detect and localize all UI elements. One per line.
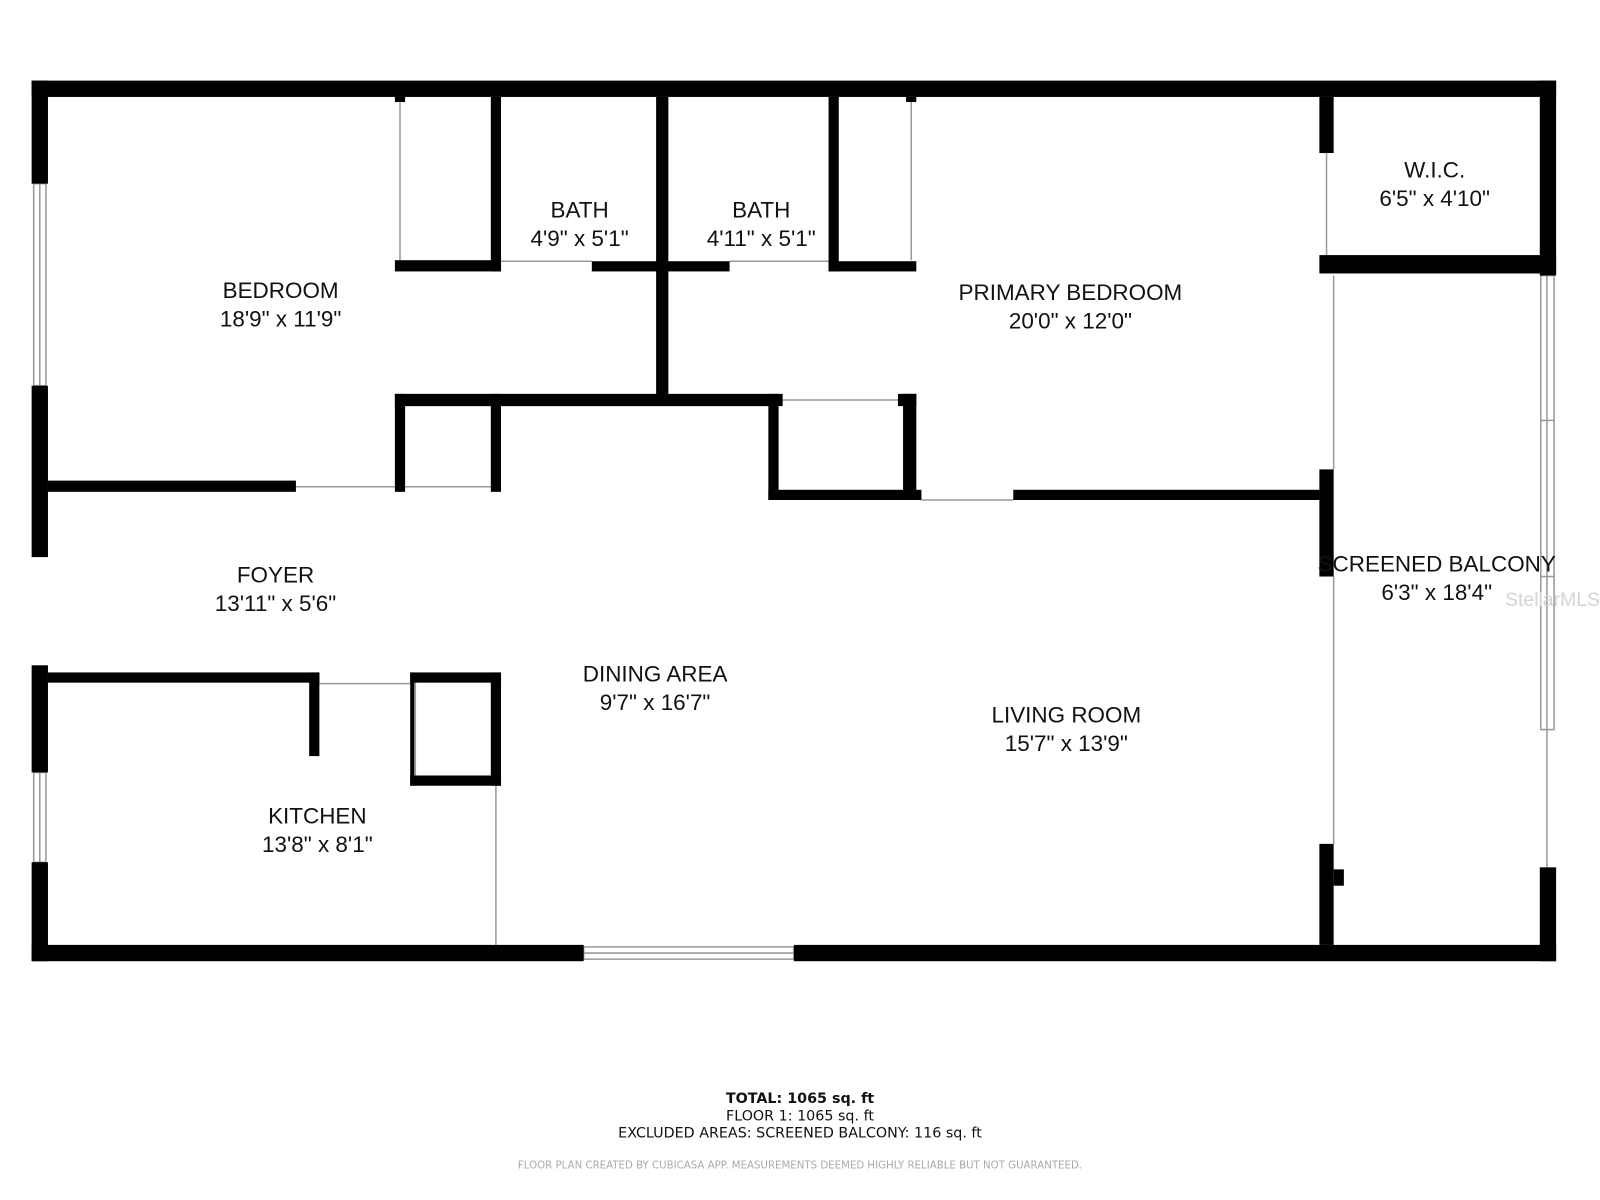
- room-name: DINING AREA: [582, 661, 728, 687]
- room-name: PRIMARY BEDROOM: [958, 279, 1183, 306]
- room-name: SCREENED BALCONY: [1317, 551, 1556, 577]
- excluded-areas: EXCLUDED AREAS: SCREENED BALCONY: 116 sq…: [618, 1125, 982, 1142]
- room-wic: W.I.C.6'5" x 4'10": [1379, 156, 1490, 213]
- room-name: KITCHEN: [268, 803, 367, 829]
- total-area: TOTAL: 1065 sq. ft: [725, 1090, 875, 1108]
- room-size: 13'11" x 5'6": [214, 590, 337, 617]
- room-name: FOYER: [236, 562, 315, 588]
- room-name: BEDROOM: [222, 277, 339, 304]
- room-size: 6'3" x 18'4": [1381, 579, 1493, 606]
- room-size: 18'9" x 11'9": [219, 306, 342, 332]
- room-size: 15'7" x 13'9": [1004, 730, 1128, 757]
- disclaimer: FLOOR PLAN CREATED BY CUBICASA APP. MEAS…: [517, 1160, 1083, 1172]
- walls: [31, 80, 1557, 962]
- room-name: LIVING ROOM: [991, 702, 1142, 728]
- watermark: StellarMLS: [1505, 589, 1600, 612]
- room-size: 4'9" x 5'1": [530, 225, 629, 252]
- room-size: 20'0" x 12'0": [1008, 308, 1132, 334]
- room-size: 6'5" x 4'10": [1379, 185, 1490, 212]
- room-size: 13'8" x 8'1": [262, 831, 373, 858]
- room-name: BATH: [732, 196, 791, 223]
- room-name: W.I.C.: [1404, 157, 1466, 183]
- floor-area: FLOOR 1: 1065 sq. ft: [726, 1108, 874, 1125]
- room-size: 4'11" x 5'1": [706, 225, 816, 252]
- room-name: BATH: [550, 196, 609, 223]
- room-size: 9'7" x 16'7": [599, 689, 711, 716]
